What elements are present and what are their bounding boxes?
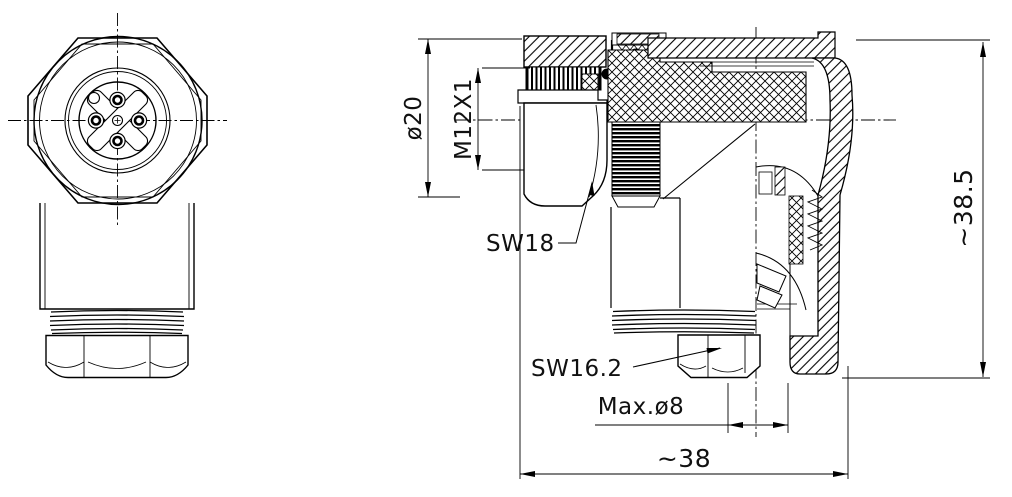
dim-cable-max: Max.ø8 xyxy=(595,383,789,433)
sw18-hex-body xyxy=(523,102,608,207)
insert-ring-outer xyxy=(64,67,171,174)
housing-shell-section xyxy=(789,57,854,375)
clamp-finger-2 xyxy=(756,285,783,309)
clamp-finger-1 xyxy=(756,263,787,293)
dimensions: ø20 M12X1 SW18 SW16.2 Max.ø8 xyxy=(401,38,990,479)
dim-overall-height: ~38.5 xyxy=(842,39,990,379)
dim-overall-width: ~38 xyxy=(519,106,849,479)
insert-face xyxy=(78,81,157,160)
grommet-section xyxy=(788,195,804,265)
overall-height-label: ~38.5 xyxy=(949,168,978,247)
gland-hex-nut xyxy=(677,334,761,379)
sw16-label: SW16.2 xyxy=(531,356,623,382)
coding-notch xyxy=(87,91,101,105)
dim-diameter-label: ø20 xyxy=(401,96,427,141)
seal-section xyxy=(581,73,599,92)
coupling-nut-section xyxy=(523,35,607,68)
section-view xyxy=(456,27,896,437)
dim-thread-label: M12X1 xyxy=(451,78,477,160)
coupling-flange xyxy=(517,89,608,104)
front-body xyxy=(39,203,195,310)
strain-relief-teeth xyxy=(806,189,824,251)
dim-diameter-20: ø20 xyxy=(401,38,522,198)
overall-width-label: ~38 xyxy=(657,444,711,473)
dim-thread-m12: M12X1 xyxy=(451,67,530,171)
knurled-wheel-base xyxy=(611,195,661,208)
knurled-wheel xyxy=(611,121,661,197)
leader-sw16: SW16.2 xyxy=(531,347,722,382)
gland-thread xyxy=(611,309,757,334)
insert-ring-inner xyxy=(68,71,167,170)
coupling-circle-outer xyxy=(33,35,203,206)
molded-body-section xyxy=(607,49,807,123)
contact-pins xyxy=(87,91,148,150)
elbow-interior xyxy=(610,123,819,336)
front-hex-nut xyxy=(45,334,189,379)
front-view xyxy=(8,13,227,379)
cable-grommet xyxy=(756,189,824,309)
cable-max-label: Max.ø8 xyxy=(598,394,685,420)
housing-top-wall xyxy=(647,31,836,59)
front-thread xyxy=(49,309,185,335)
coupling-circle-2 xyxy=(39,41,197,200)
